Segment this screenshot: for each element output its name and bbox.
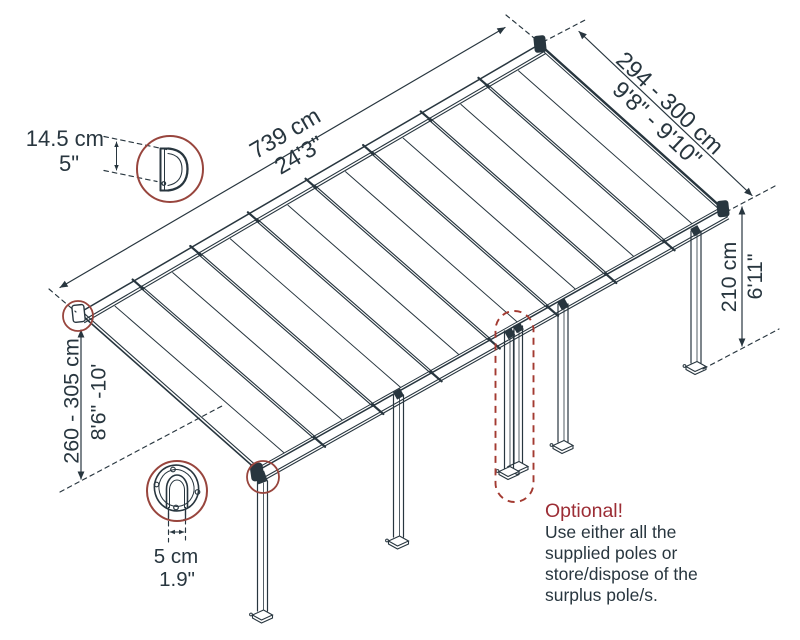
red-accents <box>62 135 535 522</box>
pole-anchor-detail <box>153 464 201 522</box>
callout-circle-front-corner <box>246 460 280 494</box>
detail-circle-pole-anchor <box>146 460 208 522</box>
pole-third <box>549 298 575 455</box>
detail-insets <box>153 147 201 522</box>
optional-note-line-3: store/dispose of the <box>545 564 698 584</box>
dim-label-front-height: 210 cm 6'11" <box>717 242 767 313</box>
pole-optional <box>495 327 521 481</box>
dimension-lines <box>48 14 780 543</box>
optional-note: Optional! Use either all the supplied po… <box>545 500 698 605</box>
dim-line-length <box>59 26 506 289</box>
dim-pole-width-metric: 5 cm <box>154 545 198 568</box>
optional-note-line-4: surplus pole/s. <box>545 585 658 605</box>
pole-second <box>385 388 410 550</box>
gutter-end-cap-right <box>716 200 730 218</box>
optional-note-line-1: Use either all the <box>545 522 676 542</box>
dim-pole-width-imperial: 1.9" <box>159 568 195 591</box>
dim-front-height-metric: 210 cm <box>717 242 741 313</box>
wall-profile-detail <box>159 147 189 192</box>
optional-note-line-2: supplied poles or <box>545 543 677 563</box>
left-gable-edge <box>79 310 260 472</box>
dim-front-height-imperial: 6'11" <box>743 253 767 299</box>
beam-end-cap-back-left <box>71 303 86 323</box>
pole-front-right <box>682 225 708 376</box>
detail-circle-profile <box>136 135 204 203</box>
beam-end-cap-back-right <box>533 35 547 53</box>
dim-line-depth <box>578 30 753 197</box>
dim-label-back-height: 260 - 305 cm 8'6" -10' <box>60 338 111 463</box>
callout-circle-back-corner <box>62 300 94 332</box>
optional-note-title: Optional! <box>545 500 623 522</box>
optional-pole-dashed-outline <box>494 310 535 503</box>
dim-profile-height-imperial: 5" <box>59 151 79 176</box>
dim-back-height-imperial: 8'6" -10' <box>87 364 111 441</box>
dim-back-height-metric: 260 - 305 cm <box>60 338 84 463</box>
pole-front-left <box>249 470 274 624</box>
pole-surplus <box>506 322 530 476</box>
support-poles <box>249 225 708 624</box>
dim-profile-height-metric: 14.5 cm <box>26 126 104 151</box>
